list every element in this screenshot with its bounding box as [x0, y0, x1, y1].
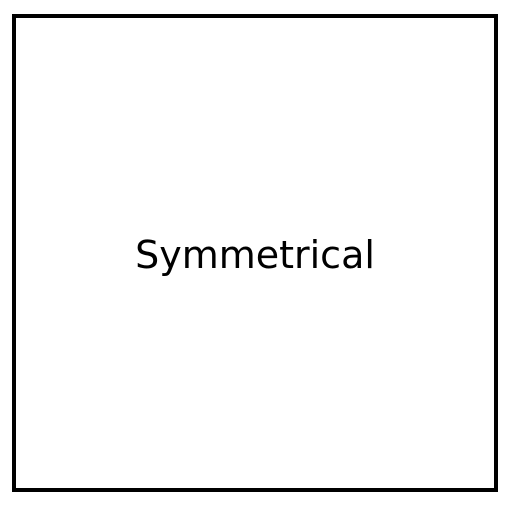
box-label: Symmetrical — [135, 233, 375, 277]
square-box: Symmetrical — [12, 14, 498, 492]
